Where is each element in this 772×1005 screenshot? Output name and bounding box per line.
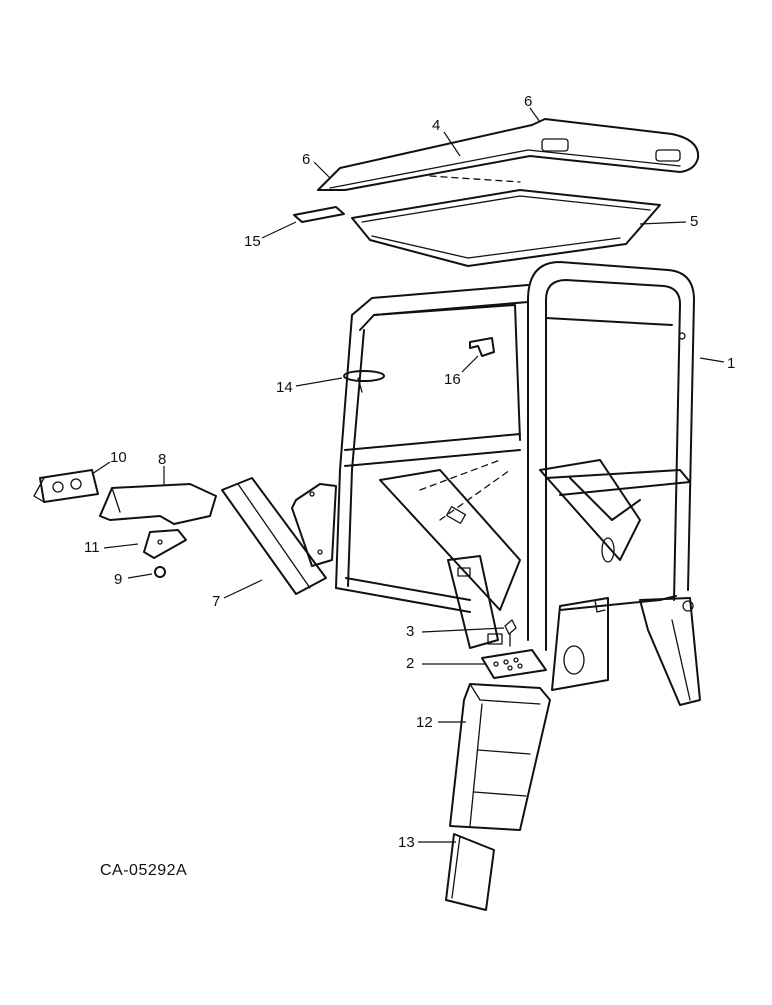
callout-label: 3 xyxy=(406,623,414,640)
clip xyxy=(469,337,495,357)
lamp-housing xyxy=(33,469,99,503)
callout-label: 10 xyxy=(110,449,127,466)
callout-14: 14 xyxy=(276,377,343,396)
callout-11: 11 xyxy=(84,539,139,556)
callout-6-left: 6 xyxy=(302,151,331,179)
callout-15: 15 xyxy=(244,221,297,250)
side-cover xyxy=(99,483,217,525)
callout-9: 9 xyxy=(114,571,153,588)
cab-frame xyxy=(335,261,701,706)
callout-12: 12 xyxy=(416,714,466,731)
callout-label: 15 xyxy=(244,233,261,250)
callout-label: 13 xyxy=(398,834,415,851)
step-assembly xyxy=(449,683,551,831)
lower-step-plate xyxy=(481,633,547,679)
mirror-bracket xyxy=(343,370,385,393)
callout-13: 13 xyxy=(398,834,456,851)
callout-16: 16 xyxy=(444,355,479,388)
callout-8: 8 xyxy=(158,451,166,486)
mounting-bracket xyxy=(143,529,187,559)
callout-label: 9 xyxy=(114,571,122,588)
callout-3: 3 xyxy=(406,623,505,640)
lower-step xyxy=(445,833,495,911)
callout-label: 6 xyxy=(524,93,532,110)
callout-label: 12 xyxy=(416,714,433,731)
roof-headliner xyxy=(351,175,661,267)
grommet xyxy=(154,566,166,578)
callout-label: 5 xyxy=(690,213,698,230)
callout-label: 14 xyxy=(276,379,293,396)
drawing-reference-code: CA-05292A xyxy=(100,862,188,879)
side-panel xyxy=(221,477,337,595)
callout-10: 10 xyxy=(91,449,127,475)
callout-7: 7 xyxy=(212,579,263,610)
callout-6-top: 6 xyxy=(524,93,541,123)
callout-label: 16 xyxy=(444,371,461,388)
callout-label: 4 xyxy=(432,117,440,134)
roof-insert xyxy=(293,206,345,223)
callout-label: 1 xyxy=(727,355,735,372)
callout-2: 2 xyxy=(406,655,486,672)
callout-label: 6 xyxy=(302,151,310,168)
roof-cover xyxy=(317,118,700,191)
callout-label: 8 xyxy=(158,451,166,468)
step-hardware xyxy=(504,619,517,647)
callout-label: 11 xyxy=(84,539,100,556)
callout-label: 7 xyxy=(212,593,220,610)
callout-1: 1 xyxy=(699,355,735,372)
callout-label: 2 xyxy=(406,655,414,672)
callout-4: 4 xyxy=(432,117,461,157)
callout-5: 5 xyxy=(639,213,698,230)
